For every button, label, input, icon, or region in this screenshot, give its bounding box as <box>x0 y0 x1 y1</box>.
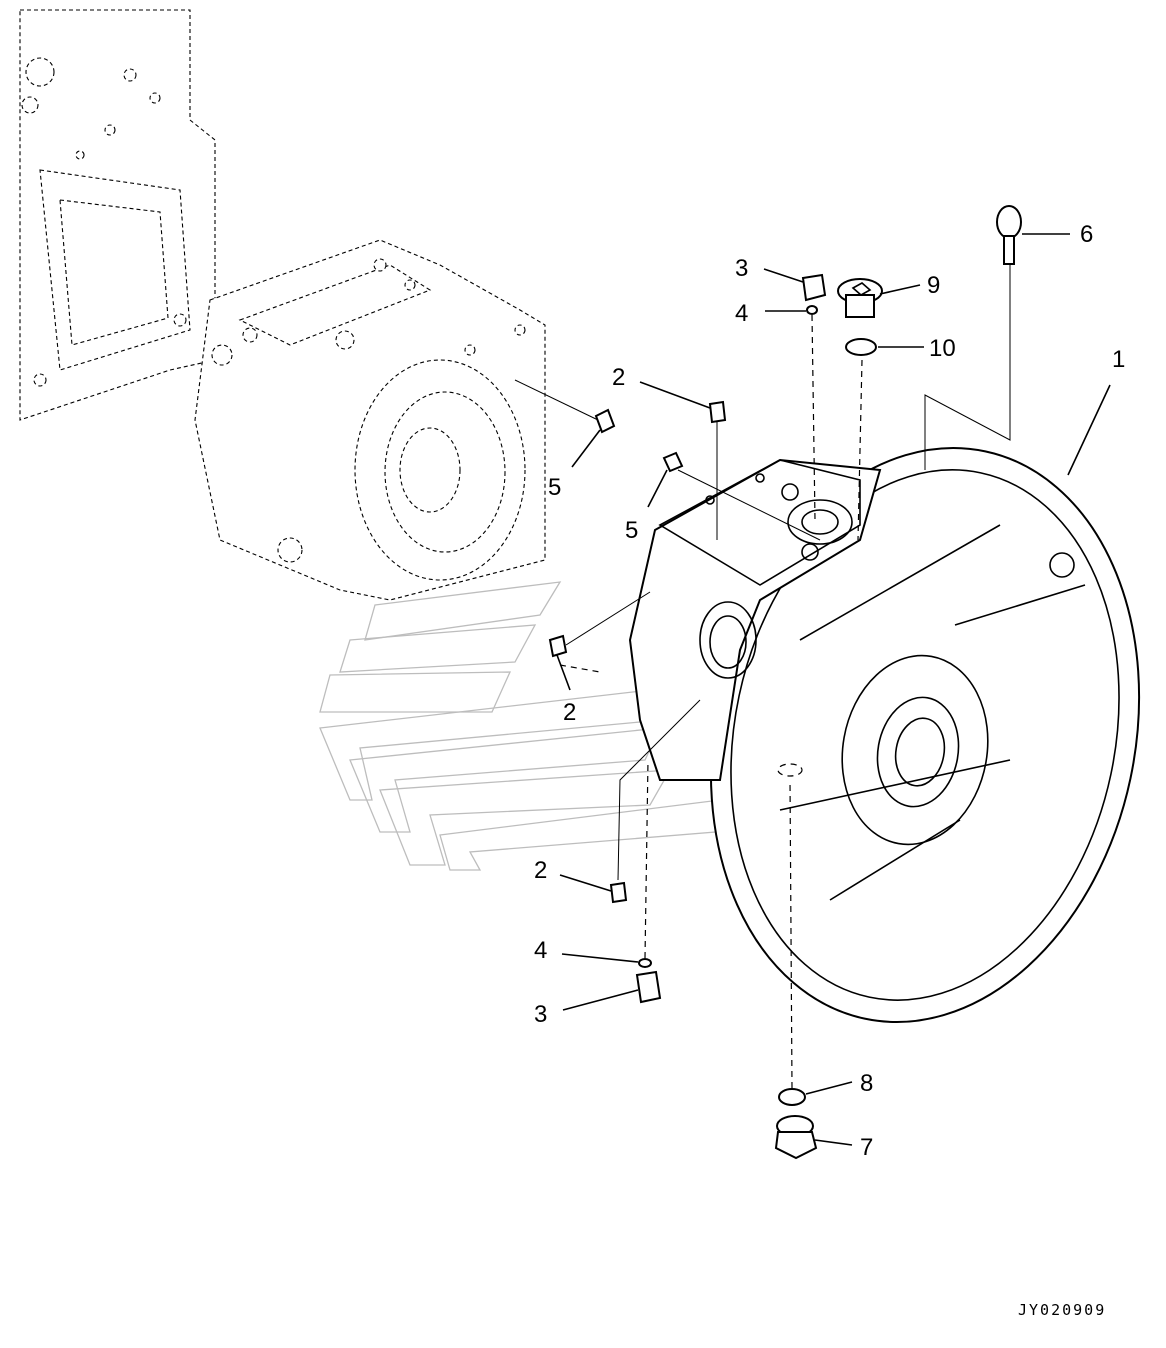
callout-2-upper: 2 <box>612 364 625 391</box>
small-parts <box>548 205 1022 1160</box>
callout-labels: 1 2 2 2 3 3 4 4 5 5 6 7 8 9 10 <box>534 221 1125 1161</box>
oring-bottom <box>778 1088 806 1106</box>
drain-plug <box>774 1115 818 1160</box>
eye-bolt <box>996 205 1022 265</box>
callout-7: 7 <box>860 1134 873 1161</box>
plug-two-a <box>708 400 727 424</box>
plug-top <box>801 273 827 302</box>
callout-2-middle: 2 <box>563 699 576 726</box>
callout-1: 1 <box>1112 346 1125 373</box>
callout-8: 8 <box>860 1070 873 1097</box>
callout-5-center: 5 <box>625 517 638 544</box>
drawing-id: JY020909 <box>1018 1301 1106 1319</box>
callout-4-lower: 4 <box>534 937 547 964</box>
leader-lines <box>514 233 1111 1146</box>
plug-lower <box>635 970 662 1004</box>
callout-3-upper: 3 <box>735 255 748 282</box>
plug-two-b <box>548 634 568 658</box>
oring-ten <box>845 338 877 356</box>
callout-5-left: 5 <box>548 474 561 501</box>
callout-2-lower: 2 <box>534 857 547 884</box>
plug-nine <box>837 278 883 318</box>
callout-6: 6 <box>1080 221 1093 248</box>
callout-9: 9 <box>927 272 940 299</box>
plug-five-a <box>594 408 616 434</box>
main-housing <box>628 446 1141 1024</box>
plug-five-b <box>662 451 684 473</box>
oring-lower <box>638 958 652 968</box>
oring-top <box>806 305 818 315</box>
callout-10: 10 <box>929 335 956 362</box>
pump-unit-ghost <box>194 239 546 601</box>
callout-3-lower: 3 <box>534 1001 547 1028</box>
callout-4-upper: 4 <box>735 300 748 327</box>
mating-housing-ghost <box>19 9 216 421</box>
plug-two-c <box>609 881 628 904</box>
